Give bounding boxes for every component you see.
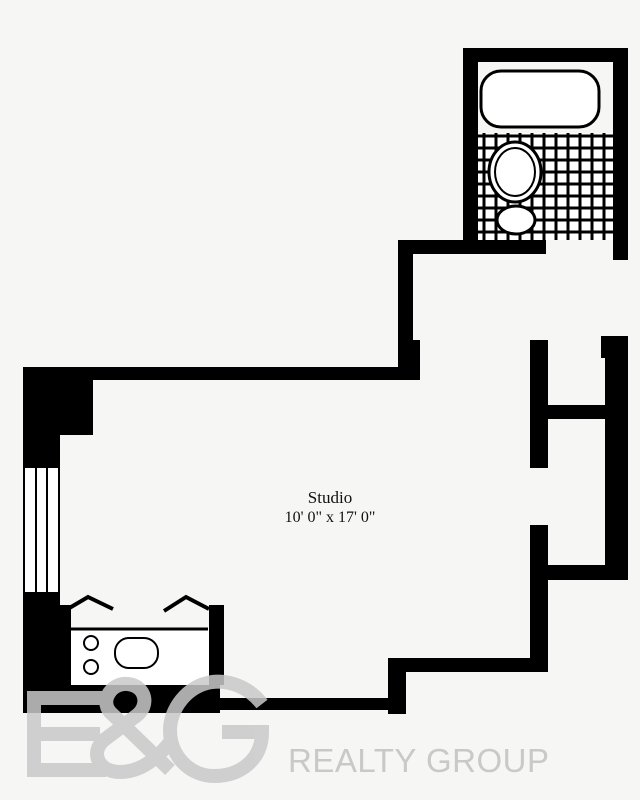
watermark-logo <box>27 674 270 784</box>
room-label-studio: Studio 10' 0" x 17' 0" <box>230 488 430 528</box>
room-dimensions: 10' 0" x 17' 0" <box>284 509 376 526</box>
bathroom-sink <box>495 204 537 236</box>
walls <box>23 240 628 714</box>
toilet <box>487 140 543 204</box>
kitchen-sink <box>114 637 159 669</box>
stove-burner-icon <box>83 659 99 675</box>
room-name: Studio <box>307 488 353 507</box>
window <box>23 466 60 594</box>
bathtub <box>479 69 601 129</box>
kitchenette <box>64 594 224 685</box>
watermark-text: REALTY GROUP <box>288 742 550 779</box>
bathroom <box>398 48 628 260</box>
stove-burner-icon <box>83 635 99 651</box>
